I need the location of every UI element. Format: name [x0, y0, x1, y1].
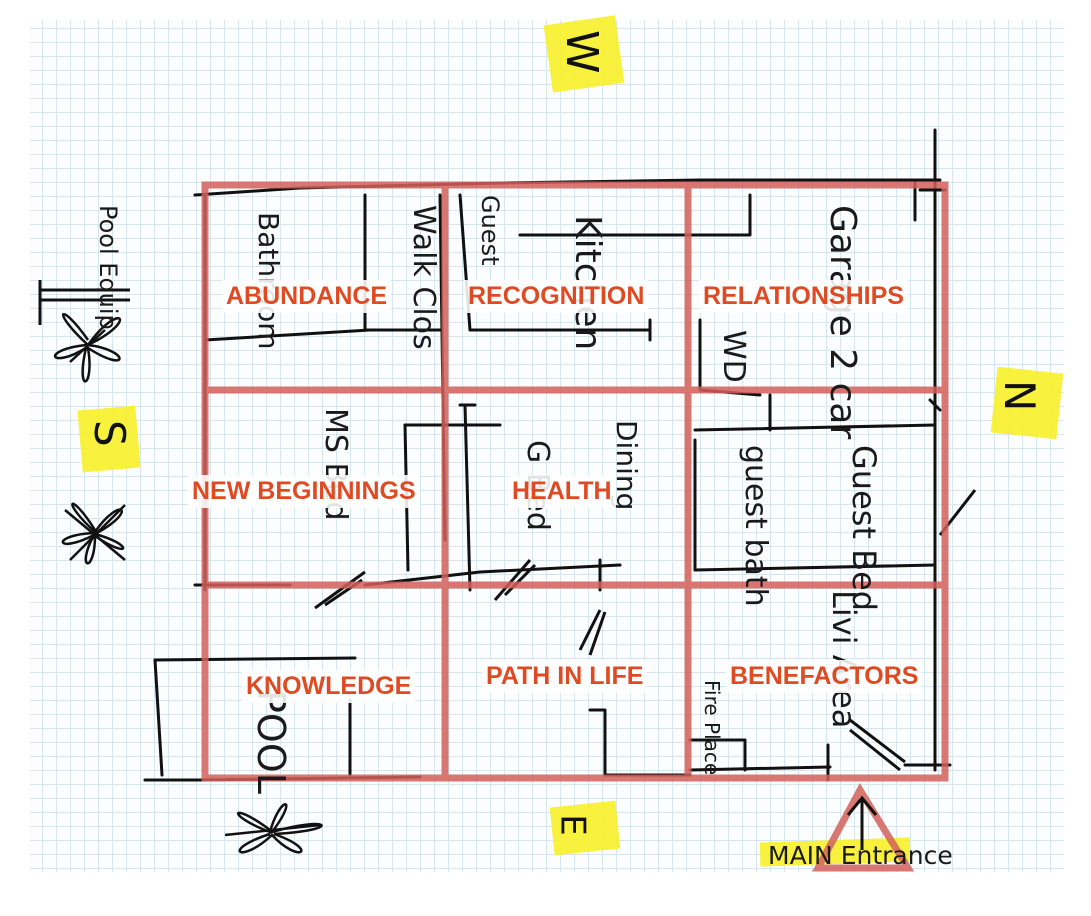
door-swings — [314, 489, 977, 772]
zone-abundance: ABUNDANCE — [222, 280, 392, 313]
zone-relationships: RELATIONSHIPS — [699, 280, 908, 313]
zone-benefactors: BENEFACTORS — [726, 660, 923, 693]
compass-north: N — [995, 380, 1044, 412]
plant-top — [53, 312, 122, 383]
zone-recognition: RECOGNITION — [464, 280, 649, 313]
plant-bottom — [224, 803, 323, 854]
room-guest-bath: guest bath — [738, 445, 773, 607]
zone-new-beginnings: NEW BEGINNINGS — [188, 475, 420, 508]
margin-top — [0, 0, 1091, 20]
margin-left — [0, 0, 30, 916]
room-wd: WD — [716, 330, 751, 383]
compass-south: S — [85, 420, 134, 447]
room-garage: Garage 2 car — [822, 205, 863, 440]
room-pool-equip: Pool Equip — [94, 205, 122, 330]
plant-middle — [61, 502, 126, 565]
room-fire-place: Fire Place — [700, 680, 724, 776]
room-pool: POOL — [249, 690, 293, 794]
main-entrance-label: MAIN Entrance — [768, 841, 953, 870]
zone-path-in-life: PATH IN LIFE — [482, 660, 648, 693]
room-dining: Dining — [610, 420, 643, 511]
room-walk-closet: Walk Clos — [406, 205, 441, 350]
entrance-marker — [812, 782, 915, 872]
room-guest: Guest — [476, 195, 504, 266]
room-guest-bed: Guest Bed — [845, 445, 883, 612]
margin-bottom — [0, 872, 1091, 916]
zone-health: HEALTH — [508, 475, 616, 508]
compass-east: E — [552, 814, 593, 836]
zone-knowledge: KNOWLEDGE — [242, 670, 416, 703]
pool-equip-box — [38, 280, 130, 325]
compass-west: W — [556, 30, 607, 74]
margin-right — [1064, 0, 1091, 916]
